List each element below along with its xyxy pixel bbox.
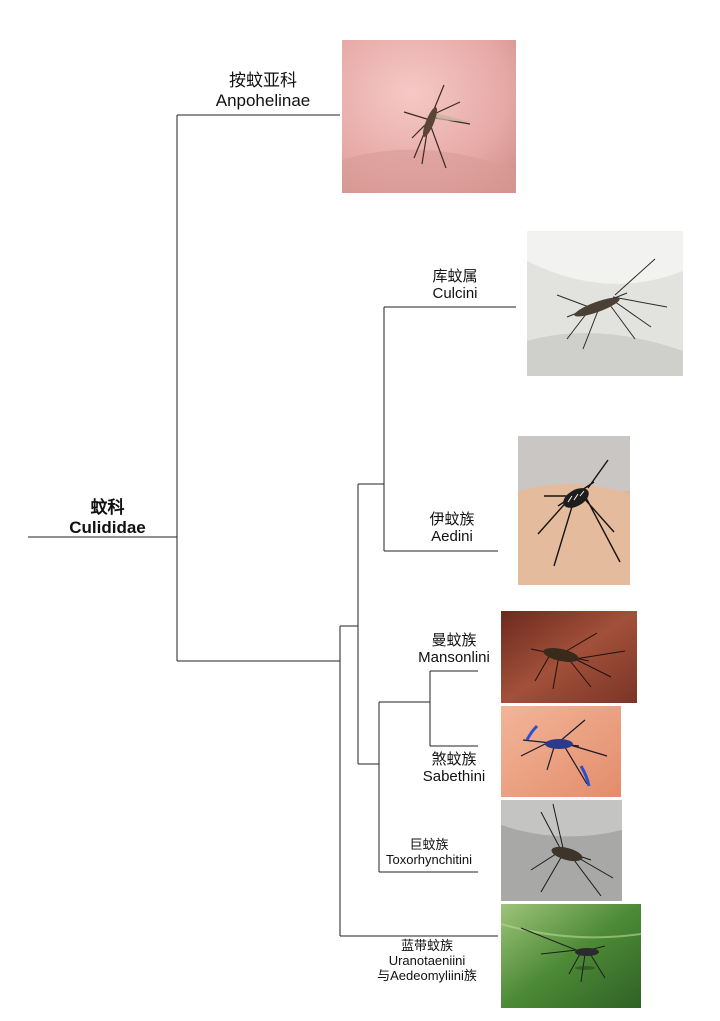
root-label-cn: 蚊科	[90, 498, 125, 517]
taxon-label-cn: 伊蚊族	[429, 511, 475, 528]
taxon-label-mansonlini: 曼蚊族 Mansonlini	[410, 632, 498, 667]
taxon-label-en: Culcini	[432, 285, 478, 303]
blue-legged-mosquito-photo	[501, 706, 621, 797]
taxon-label-cn: 曼蚊族	[431, 632, 477, 649]
root-label: 蚊科 Culididae	[60, 498, 155, 537]
taxon-label-uranotaeniini: 蓝带蚊族 Uranotaeniini 与Aedeomyliini族	[364, 938, 490, 984]
striped-mosquito-on-skin-photo	[518, 436, 630, 585]
mosquito-on-white-surface-photo	[527, 231, 683, 376]
taxon-label-en: Mansonlini	[418, 649, 490, 667]
taxon-label-cn: 按蚊亚科	[229, 71, 297, 90]
taxon-label-cn: 巨蚊族	[409, 837, 449, 852]
taxon-label-en: Aedini	[431, 528, 473, 546]
taxon-label-cn: 煞蚊族	[431, 751, 477, 768]
mosquito-on-green-leaf-photo	[501, 904, 641, 1008]
taxon-label-en: Toxorhynchitini	[386, 851, 472, 867]
taxon-label-culicini: 库蚊属 Culcini	[410, 268, 500, 303]
root-label-en: Culididae	[69, 517, 146, 537]
taxon-label-anophelinae: 按蚊亚科 Anpohelinae	[200, 71, 326, 110]
taxon-label-en: Sabethini	[422, 768, 486, 786]
taxon-label-sabethini: 煞蚊族 Sabethini	[412, 751, 496, 786]
mosquito-on-dark-red-photo	[501, 611, 637, 703]
large-mosquito-on-grey-photo	[501, 800, 622, 901]
taxon-label-toxorhynchitini: 巨蚊族 Toxorhynchitini	[374, 837, 484, 868]
taxon-label-cn: 库蚊属	[432, 268, 478, 285]
mosquito-on-skin-photo	[342, 40, 516, 193]
taxon-label-en-extra: 与Aedeomyliini族	[377, 967, 477, 983]
taxon-label-cn: 蓝带蚊族	[400, 938, 453, 953]
taxon-label-en: Uranotaeniini	[388, 952, 466, 968]
taxon-label-en: Anpohelinae	[215, 90, 311, 110]
taxon-label-aedini: 伊蚊族 Aedini	[410, 511, 494, 546]
